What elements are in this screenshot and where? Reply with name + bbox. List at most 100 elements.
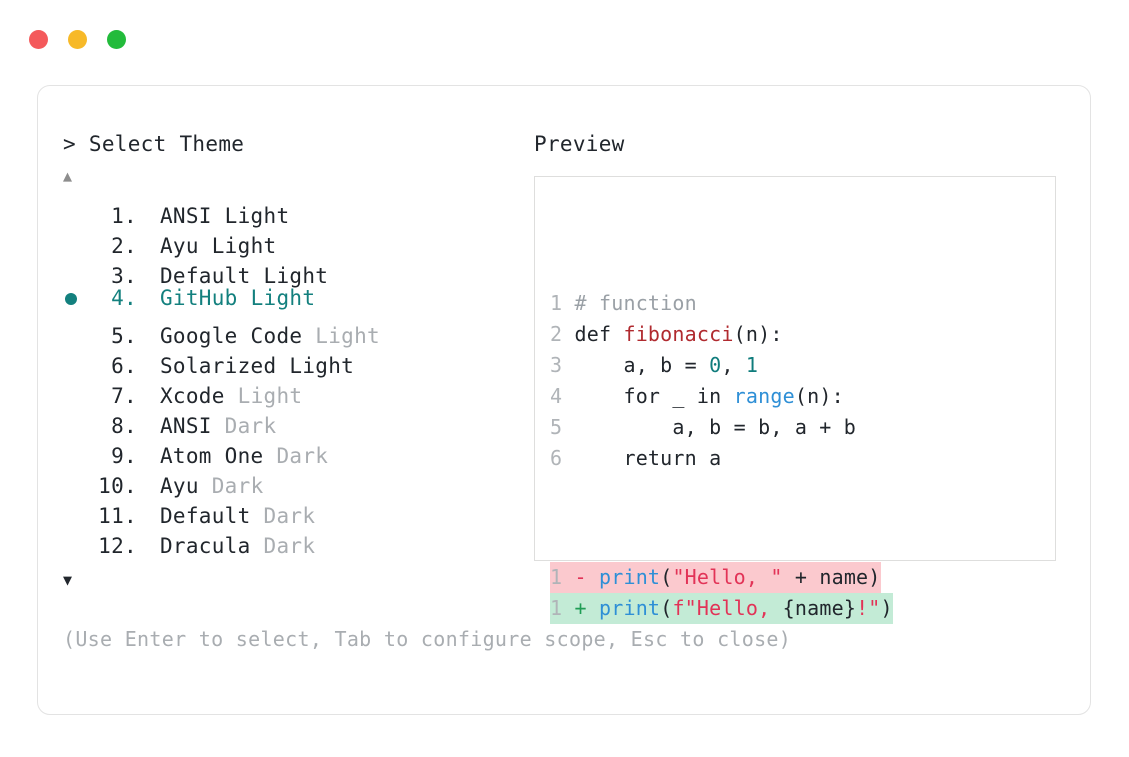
selection-indicator-slot — [63, 193, 91, 223]
code-token: f"Hello, — [672, 596, 783, 620]
selection-indicator-slot — [63, 373, 91, 403]
line-number: 4 — [550, 384, 575, 408]
theme-list-item[interactable]: 3. Default Light — [63, 253, 533, 288]
code-token: a, b = b, a + b — [574, 415, 857, 439]
window-controls — [29, 30, 126, 49]
theme-name: Xcode — [159, 384, 238, 408]
theme-list-item[interactable]: 12. Dracula Dark — [63, 523, 533, 558]
code-token: !" — [856, 596, 881, 620]
theme-list-item[interactable]: 8. ANSI Dark — [63, 403, 533, 438]
selection-indicator-slot — [63, 223, 91, 253]
line-number: 5 — [550, 415, 575, 439]
theme-name: ANSI — [159, 414, 225, 438]
diff-lines: 1 - print("Hello, " + name)1 + print(f"H… — [550, 562, 893, 624]
theme-index-gap — [137, 501, 160, 531]
theme-index: 3. — [111, 264, 137, 288]
theme-index-gap — [137, 471, 160, 501]
theme-variant: Dark — [224, 414, 277, 438]
theme-index: 9. — [111, 444, 137, 468]
theme-variant: Light — [289, 354, 355, 378]
theme-index-gap — [137, 283, 160, 313]
theme-index-gap — [137, 201, 160, 231]
theme-list-item[interactable]: 5. Google Code Light — [63, 313, 533, 348]
code-token: ( — [660, 596, 673, 620]
theme-name: Ayu — [159, 234, 212, 258]
code-token: "Hello, " — [672, 565, 783, 589]
theme-name: Google Code — [159, 324, 316, 348]
code-token: + name) — [782, 565, 881, 589]
diff-plus-marker: + — [574, 596, 599, 620]
code-line: 6 return a — [550, 443, 721, 474]
selection-indicator-slot — [63, 313, 91, 343]
diff-minus-marker: - — [574, 565, 599, 589]
code-token: (n): — [794, 384, 844, 408]
code-line: 2 def fibonacci(n): — [550, 319, 783, 350]
theme-index: 11. — [98, 504, 137, 528]
selected-bullet-icon — [65, 293, 77, 305]
theme-index: 6. — [111, 354, 137, 378]
theme-index: 2. — [111, 234, 137, 258]
scroll-down-arrow-icon[interactable]: ▼ — [63, 571, 73, 589]
code-token: fibonacci — [623, 322, 734, 346]
code-line: 3 a, b = 0, 1 — [550, 350, 758, 381]
selection-indicator-slot — [63, 284, 91, 314]
theme-variant: Dark — [263, 534, 316, 558]
line-number: 1 — [550, 596, 575, 620]
theme-list-item[interactable]: 1. ANSI Light — [63, 193, 533, 228]
line-number: 1 — [550, 565, 575, 589]
theme-variant: Light — [211, 234, 277, 258]
theme-variant: Dark — [263, 504, 316, 528]
line-number: 6 — [550, 446, 575, 470]
code-token: ( — [660, 565, 673, 589]
code-token: def — [574, 322, 624, 346]
code-token: {name} — [782, 596, 857, 620]
theme-index: 10. — [98, 474, 137, 498]
code-token: # function — [574, 291, 697, 315]
theme-index-gap — [137, 321, 160, 351]
theme-index-gap — [137, 381, 160, 411]
theme-list-item[interactable]: 7. Xcode Light — [63, 373, 533, 408]
maximize-window-button[interactable] — [107, 30, 126, 49]
theme-list-item[interactable]: 10. Ayu Dark — [63, 463, 533, 498]
diff-added-line: 1 + print(f"Hello, {name}!") — [550, 593, 893, 624]
scroll-up-arrow-icon[interactable]: ▲ — [63, 167, 73, 185]
minimize-window-button[interactable] — [68, 30, 87, 49]
theme-list-item[interactable]: 4. GitHub Light — [63, 283, 533, 313]
code-line: 4 for _ in range(n): — [550, 381, 844, 412]
theme-name: Default — [159, 264, 264, 288]
theme-name: GitHub — [159, 286, 251, 310]
close-window-button[interactable] — [29, 30, 48, 49]
theme-variant: Light — [263, 264, 329, 288]
theme-list-item[interactable]: 9. Atom One Dark — [63, 433, 533, 468]
code-token: (n): — [733, 322, 783, 346]
theme-index: 1. — [111, 204, 137, 228]
selection-indicator-slot — [63, 463, 91, 493]
theme-name: Dracula — [159, 534, 264, 558]
selection-indicator-slot — [63, 433, 91, 463]
theme-list-item[interactable]: 11. Default Dark — [63, 493, 533, 528]
theme-name: Default — [159, 504, 264, 528]
theme-variant: Light — [250, 286, 316, 310]
preview-label: Preview — [534, 132, 625, 156]
code-token: 1 — [745, 353, 759, 377]
code-line: 1 # function — [550, 288, 697, 319]
code-token: a, b = — [574, 353, 710, 377]
theme-index: 8. — [111, 414, 137, 438]
theme-list-item[interactable]: 2. Ayu Light — [63, 223, 533, 258]
theme-index-gap — [137, 411, 160, 441]
line-number: 1 — [550, 291, 575, 315]
theme-index: 5. — [111, 324, 137, 348]
theme-index-gap — [137, 231, 160, 261]
theme-variant: Light — [237, 384, 303, 408]
theme-list-item[interactable]: 6. Solarized Light — [63, 343, 533, 378]
selection-indicator-slot — [63, 523, 91, 553]
code-token: return a — [574, 446, 722, 470]
theme-name: ANSI — [159, 204, 225, 228]
page-title: > Select Theme — [63, 132, 245, 156]
theme-variant: Light — [224, 204, 290, 228]
code-token: range — [733, 384, 795, 408]
